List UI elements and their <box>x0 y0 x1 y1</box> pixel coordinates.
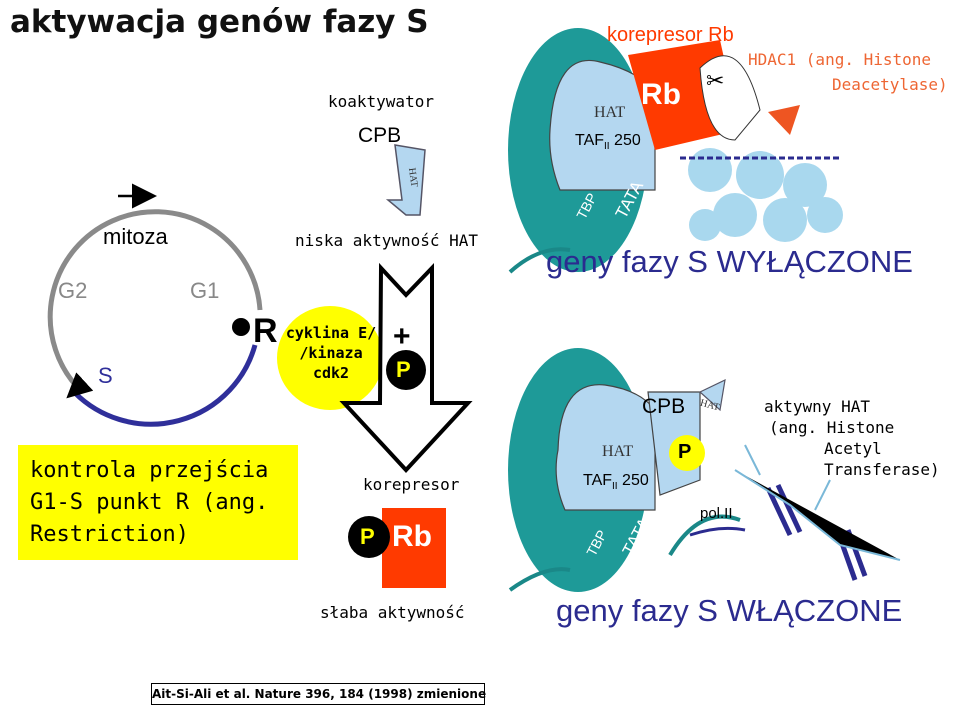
coactivator-hat-wedge <box>385 144 426 216</box>
bottom-hat-label: HAT <box>602 443 634 460</box>
control-line-2: G1-S punkt R (ang. <box>30 490 269 515</box>
control-line-1: kontrola przejścia <box>30 458 269 483</box>
arrow-p-circle <box>386 350 426 390</box>
cell-cycle-diagram <box>47 183 263 427</box>
arrow-plus: + <box>393 320 411 353</box>
cyclin-line-3: cdk2 <box>312 364 350 382</box>
scissors-icon: ✂ <box>706 68 725 93</box>
active-hat-text: aktywny HAT (ang. Histone Acetyl Transfe… <box>764 396 940 480</box>
coactivator-label: koaktywator <box>328 92 434 111</box>
mitoza-label: mitoza <box>103 224 168 249</box>
top-taf-main: TAF <box>575 132 605 149</box>
s-label: S <box>98 363 113 388</box>
korepresor-rb-label: korepresor Rb <box>607 24 734 46</box>
bottom-cpb-label: CPB <box>642 395 686 418</box>
cpb-label: CPB <box>358 124 402 147</box>
corepressor-label: korepresor <box>363 475 460 494</box>
cyclin-circle <box>277 306 383 410</box>
active-line-4: Transferase) <box>824 460 940 479</box>
arrow-p-label: P <box>396 357 411 382</box>
weak-activity-label: słaba aktywność <box>320 603 465 622</box>
top-hat-label: HAT <box>594 104 626 121</box>
reference-citation: Ait-Si-Ali et al. Nature 396, 184 (1998)… <box>151 683 486 705</box>
bottom-taf-num: 250 <box>622 472 649 489</box>
bottom-taf-main: TAF <box>583 472 613 489</box>
r-label: R <box>253 312 278 350</box>
cyclin-line-1: cyklina E/ <box>285 324 377 342</box>
bottom-complex <box>508 348 901 592</box>
top-complex <box>508 28 843 274</box>
g2-label: G2 <box>58 278 88 303</box>
active-line-1: aktywny HAT <box>764 397 870 416</box>
restriction-control-box: kontrola przejścia G1-S punkt R (ang. Re… <box>18 445 298 560</box>
page-title: aktywacja genów fazy S <box>10 4 429 40</box>
cyclin-text: cyklina E/ /kinaza cdk2 <box>282 323 380 383</box>
g1-label: G1 <box>190 278 220 303</box>
genes-off-label: geny fazy S WYŁĄCZONE <box>546 244 913 279</box>
genes-on-label: geny fazy S WŁĄCZONE <box>556 593 903 628</box>
corepressor-p-label: P <box>360 524 375 549</box>
control-line-3: Restriction) <box>30 522 189 547</box>
cyclin-line-2: /kinaza <box>299 344 363 362</box>
corepressor-rb-label: Rb <box>392 520 432 553</box>
hdac-line-1: HDAC1 (ang. Histone <box>748 50 932 69</box>
low-hat-label: niska aktywność HAT <box>295 231 479 250</box>
p-phosphate-circle <box>348 516 390 558</box>
bottom-p-label: P <box>678 441 692 463</box>
top-taf-label: TAFII 250 <box>575 132 641 152</box>
bottom-taf-sub: II <box>612 481 618 493</box>
restriction-point-dot <box>232 318 250 336</box>
bottom-taf-label: TAFII 250 <box>583 472 649 492</box>
rb-corepressor-block <box>382 508 446 588</box>
hdac-line-2: Deacetylase) <box>832 75 948 94</box>
top-rb-label: Rb <box>641 78 681 111</box>
active-line-2: (ang. Histone <box>769 418 895 437</box>
active-line-3: Acetyl <box>824 439 882 458</box>
top-taf-sub: II <box>604 141 610 153</box>
pol-ii-label: pol.II <box>700 505 733 522</box>
top-taf-num: 250 <box>614 132 641 149</box>
